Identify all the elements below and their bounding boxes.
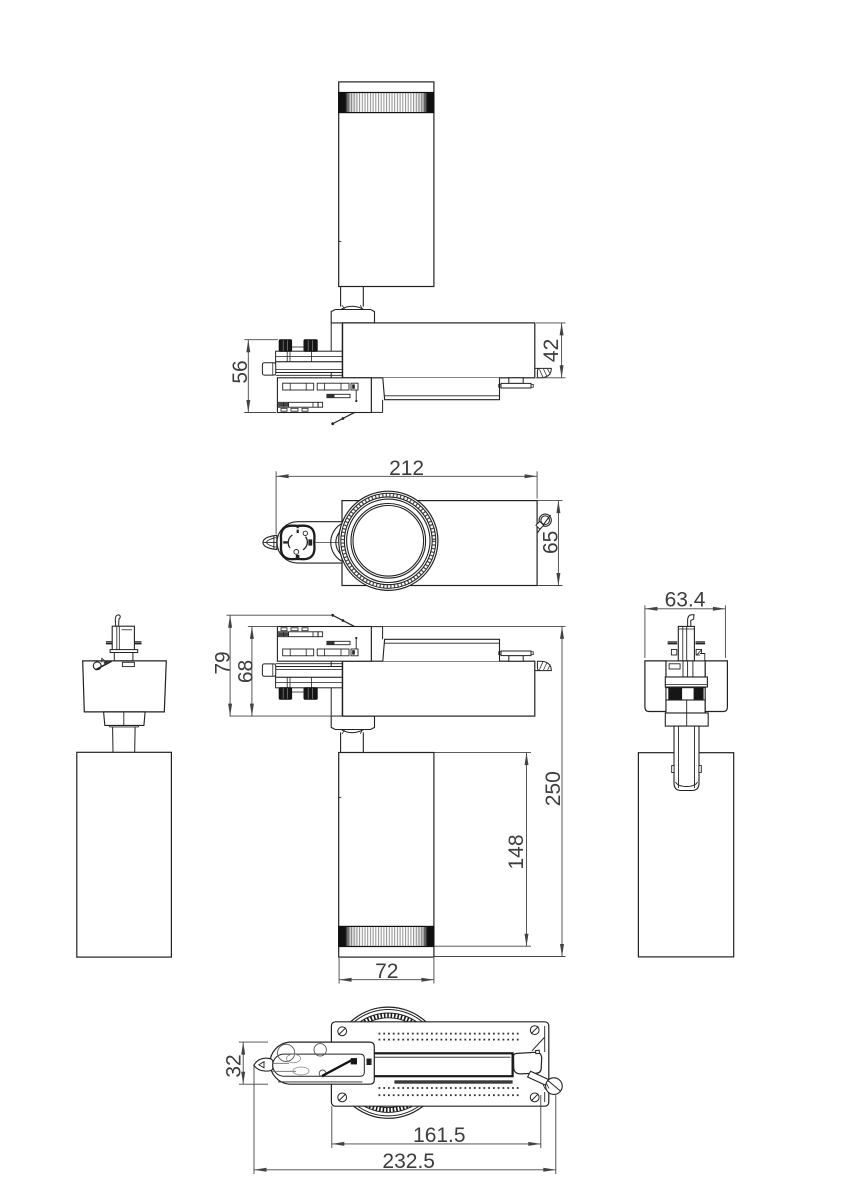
svg-text:32: 32 (223, 1054, 246, 1077)
svg-text:72: 72 (375, 960, 398, 983)
svg-text:42: 42 (540, 339, 563, 362)
svg-text:232.5: 232.5 (382, 1150, 435, 1173)
svg-text:68: 68 (235, 660, 258, 683)
svg-text:250: 250 (542, 771, 565, 806)
svg-text:56: 56 (229, 360, 252, 383)
svg-text:148: 148 (505, 834, 528, 869)
svg-text:161.5: 161.5 (413, 1124, 466, 1147)
svg-text:65: 65 (540, 531, 563, 554)
svg-text:63.4: 63.4 (665, 589, 706, 612)
svg-text:79: 79 (212, 651, 235, 674)
svg-text:212: 212 (389, 457, 424, 480)
